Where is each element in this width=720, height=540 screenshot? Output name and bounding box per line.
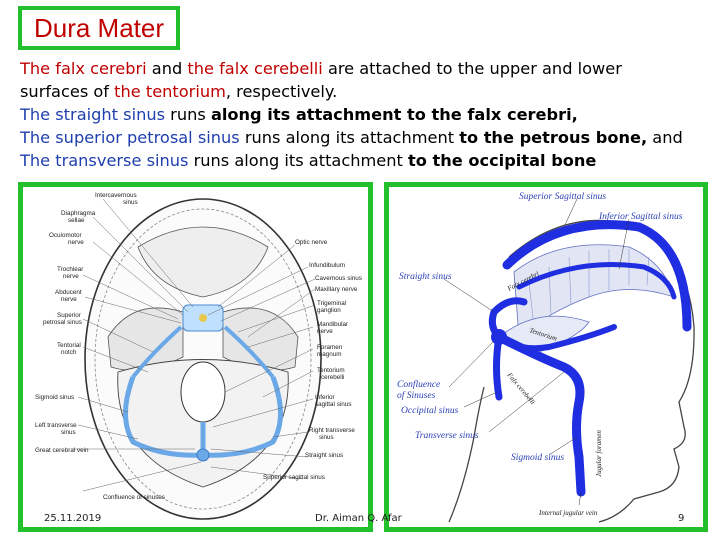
transverse-sinus-term: The transverse sinus bbox=[20, 151, 189, 170]
body-text-run: runs bbox=[165, 105, 211, 124]
label-superior-petrosal-sinus: petrosal sinus bbox=[43, 319, 82, 326]
infundibulum bbox=[199, 314, 207, 322]
slide-title: Dura Mater bbox=[33, 12, 165, 43]
label-jugular-foramen: Jugular foramen bbox=[595, 430, 603, 477]
foramen-magnum bbox=[180, 361, 226, 423]
skull-inner-outline bbox=[94, 208, 312, 510]
label-straight-sinus: Straight sinus bbox=[305, 452, 343, 459]
superior-sagittal-sinus bbox=[502, 220, 692, 332]
label-mandibular: Mandibular bbox=[317, 321, 348, 328]
label-tentorium: Tentorium bbox=[317, 367, 345, 374]
label-sigmoid-sinus: Sigmoid sinus bbox=[35, 394, 74, 401]
body-line-3: The straight sinus runs along its attach… bbox=[20, 103, 710, 126]
body-text-run: and bbox=[647, 128, 683, 147]
label-straight-sinus: Straight sinus bbox=[399, 272, 452, 282]
label-left-transverse: Left transverse bbox=[35, 422, 77, 429]
label-right-transverse: Right transverse bbox=[309, 427, 355, 434]
body-text-run: , respectively. bbox=[225, 82, 338, 101]
left-figure-leader-lines bbox=[73, 198, 316, 492]
tentorium-term: the tentorium bbox=[114, 82, 226, 101]
right-transverse-sinus bbox=[202, 376, 283, 458]
label-mandibular-nerve: nerve bbox=[317, 328, 333, 335]
label-right-transverse-sinus: sinus bbox=[319, 434, 334, 441]
label-oculomotor-nerve: nerve bbox=[68, 239, 84, 246]
label-superior-sagittal-sinus: Superior sagittal sinus bbox=[263, 474, 325, 481]
footer-page-number: 9 bbox=[678, 513, 685, 524]
label-infundibulum: Infundibulum bbox=[309, 262, 345, 269]
label-confluence: Confluence bbox=[397, 379, 440, 390]
confluence-of-sinuses bbox=[196, 448, 210, 462]
label-optic-nerve: Optic nerve bbox=[295, 239, 328, 246]
label-inferior: Inferior bbox=[315, 394, 335, 401]
body-text-run: runs along its attachment bbox=[188, 151, 408, 170]
body-line-2: surfaces of the tentorium, respectively. bbox=[20, 80, 710, 103]
footer-author: Dr. Aiman Q. Afar bbox=[315, 513, 402, 524]
transverse-sigmoid-sinus bbox=[494, 332, 586, 497]
label-inferior-sagittal-sinus: Inferior Sagittal sinus bbox=[598, 211, 683, 222]
anterior-fossa bbox=[137, 226, 269, 298]
label-abducent-nerve: nerve bbox=[61, 296, 77, 303]
slide-body: The falx cerebri and the falx cerebelli … bbox=[20, 57, 710, 172]
label-foramen-magnum: magnum bbox=[317, 351, 342, 358]
left-figure-frame: Intercavernous sinus Diaphragma sellae O… bbox=[18, 182, 373, 532]
label-transverse-sinus: Transverse sinus bbox=[415, 431, 479, 441]
inferior-sagittal-sinus bbox=[516, 262, 677, 300]
body-line-5: The transverse sinus runs along its atta… bbox=[20, 149, 710, 172]
label-sigmoid-sinus: Sigmoid sinus bbox=[511, 453, 564, 463]
label-left-transverse-sinus: sinus bbox=[61, 429, 76, 436]
left-transverse-sinus bbox=[123, 376, 204, 458]
straight-sinus-term: The straight sinus bbox=[20, 105, 166, 124]
left-superior-petrosal-sinus bbox=[131, 325, 183, 379]
label-inferior-sagittal-sinus: sagittal sinus bbox=[315, 401, 351, 408]
body-text-run: surfaces of bbox=[20, 82, 115, 101]
label-of-sinuses: of Sinuses bbox=[397, 390, 436, 401]
superior-petrosal-term: The superior petrosal sinus bbox=[20, 128, 240, 147]
right-superior-petrosal-sinus bbox=[223, 325, 275, 379]
confluence-of-sinuses bbox=[491, 329, 507, 345]
body-bold-run: to the occipital bone bbox=[407, 151, 597, 170]
label-abducent: Abducent bbox=[55, 289, 82, 296]
body-bold-run: to the petrous bone, bbox=[459, 128, 648, 147]
label-sellae: sellae bbox=[68, 217, 85, 224]
label-trochlear-nerve: nerve bbox=[63, 273, 79, 280]
body-bold-run: along its attachment to the falx cerebri… bbox=[210, 105, 578, 124]
label-cavernous: Cavernous sinus bbox=[315, 275, 362, 282]
label-occipital-sinus: Occipital sinus bbox=[401, 406, 459, 416]
neck-outline bbox=[448, 386, 485, 523]
label-foramen: Foramen bbox=[317, 344, 343, 351]
label-tentorial-notch: notch bbox=[61, 349, 77, 356]
body-line-1: The falx cerebri and the falx cerebelli … bbox=[20, 57, 710, 80]
label-intercavernous: Intercavernous bbox=[95, 192, 137, 199]
label-trochlear: Trochlear bbox=[57, 266, 83, 273]
right-figure-frame: Superior Sagittal sinus Inferior Sagitta… bbox=[384, 182, 708, 532]
label-trigeminal: Trigeminal bbox=[317, 300, 346, 307]
body-text-run: are attached to the upper and lower bbox=[322, 59, 622, 78]
label-falx-cerebelli: Falx cerebelli bbox=[505, 370, 537, 406]
label-sinus: sinus bbox=[123, 199, 138, 206]
occipital-sinus bbox=[493, 333, 503, 401]
right-figure-leader-lines bbox=[443, 198, 630, 506]
label-tentorial: Tentorial bbox=[57, 342, 81, 349]
cranial-floor-illustration: Intercavernous sinus Diaphragma sellae O… bbox=[35, 192, 362, 520]
falx-cerebelli-term: the falx cerebelli bbox=[187, 59, 323, 78]
label-confluence: Confluence of sinuses bbox=[103, 494, 165, 501]
dural-sinuses-illustration: Superior Sagittal sinus Inferior Sagitta… bbox=[397, 192, 695, 523]
label-superior-petrosal: Superior bbox=[57, 312, 81, 319]
label-superior-sagittal-sinus: Superior Sagittal sinus bbox=[519, 192, 606, 202]
label-oculomotor: Oculomotor bbox=[49, 232, 82, 239]
body-text-run: runs along its attachment bbox=[239, 128, 460, 147]
label-internal-jugular-vein: Internal jugular vein bbox=[538, 509, 598, 517]
label-great-cerebral-vein: Great cerebral vein bbox=[35, 447, 89, 454]
body-text-run: and bbox=[146, 59, 188, 78]
label-tentorium-cerebelli: cerebelli bbox=[321, 374, 344, 381]
body-line-4: The superior petrosal sinus runs along i… bbox=[20, 126, 710, 149]
footer-date: 25.11.2019 bbox=[44, 513, 102, 524]
label-trigeminal-ganglion: ganglion bbox=[317, 307, 341, 314]
label-maxillary: Maxillary nerve bbox=[315, 286, 358, 293]
falx-cerebri-term: The falx cerebri bbox=[20, 59, 147, 78]
title-frame: Dura Mater bbox=[18, 6, 180, 50]
label-diaphragma: Diaphragma bbox=[61, 210, 96, 217]
